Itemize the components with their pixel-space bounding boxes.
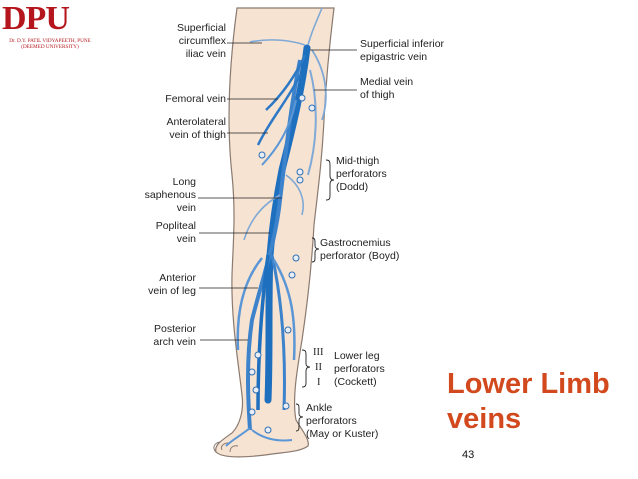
label-anterior-vein-of-leg: Anterior vein of leg (148, 272, 196, 297)
roman-numeral-1: I (317, 377, 321, 388)
slide-title: Lower Limb veins (447, 368, 610, 435)
femoral-vein-trunk (264, 44, 311, 404)
label-anterolateral-vein-of-thigh: Anterolateral vein of thigh (166, 116, 226, 141)
leader-lines (198, 42, 357, 341)
leg-vein-branch-d (236, 257, 263, 351)
label-femoral-vein: Femoral vein (165, 93, 226, 105)
logo-subtitle-2: (DEEMED UNIVERSITY) (21, 44, 79, 50)
logo-mark: DPU (2, 0, 70, 37)
label-gastrocnemius-perforator: Gastrocnemius perforator (Boyd) (320, 237, 400, 262)
brackets (295, 159, 335, 432)
page-number: 43 (462, 449, 475, 461)
label-ankle-perforators: Ankle perforators (May or Kuster) (306, 402, 379, 440)
label-superficial-circumflex-iliac-vein: Superficial circumflex iliac vein (176, 22, 226, 60)
thigh-branch-2 (256, 74, 302, 146)
epigastric-branch (307, 7, 323, 46)
label-posterior-arch-vein: Posterior arch vein (153, 323, 196, 348)
label-superficial-inferior-epigastric-vein: Superficial inferior epigastric vein (360, 38, 445, 63)
thigh-branch-6 (285, 174, 304, 216)
logo-subtitle-1: Dr. D.Y. PATIL VIDYAPEETH, PUNE (9, 38, 91, 44)
perforator-valves (248, 94, 316, 434)
label-lower-leg-perforators: Lower leg perforators (Cockett) (334, 350, 385, 388)
thigh-branch-1 (265, 54, 307, 111)
roman-numeral-2: II (315, 362, 322, 373)
leg-vein-branch-b (270, 254, 286, 411)
label-popliteal-vein: Popliteal vein (155, 220, 196, 245)
roman-numeral-3: III (313, 347, 324, 358)
label-medial-vein-of-thigh: Medial vein of thigh (360, 76, 414, 101)
logo-subtitle: Dr. D.Y. PATIL VIDYAPEETH, PUNE (DEEMED … (2, 38, 98, 50)
toes (213, 441, 239, 453)
circumflex-branch (249, 39, 306, 46)
leg-vein-branch-c (272, 259, 296, 361)
thigh-branch-3 (261, 99, 297, 166)
long-saphenous-vein (246, 59, 302, 431)
thigh-branch-5 (311, 49, 327, 121)
label-mid-thigh-perforators: Mid-thigh perforators (Dodd) (336, 155, 387, 193)
thigh-branch-4 (307, 69, 317, 176)
dpu-logo: DPU Dr. D.Y. PATIL VIDYAPEETH, PUNE (DEE… (2, 2, 98, 54)
label-long-saphenous-vein: Long saphenous vein (144, 176, 196, 214)
ankle-vein-arc (225, 427, 293, 447)
